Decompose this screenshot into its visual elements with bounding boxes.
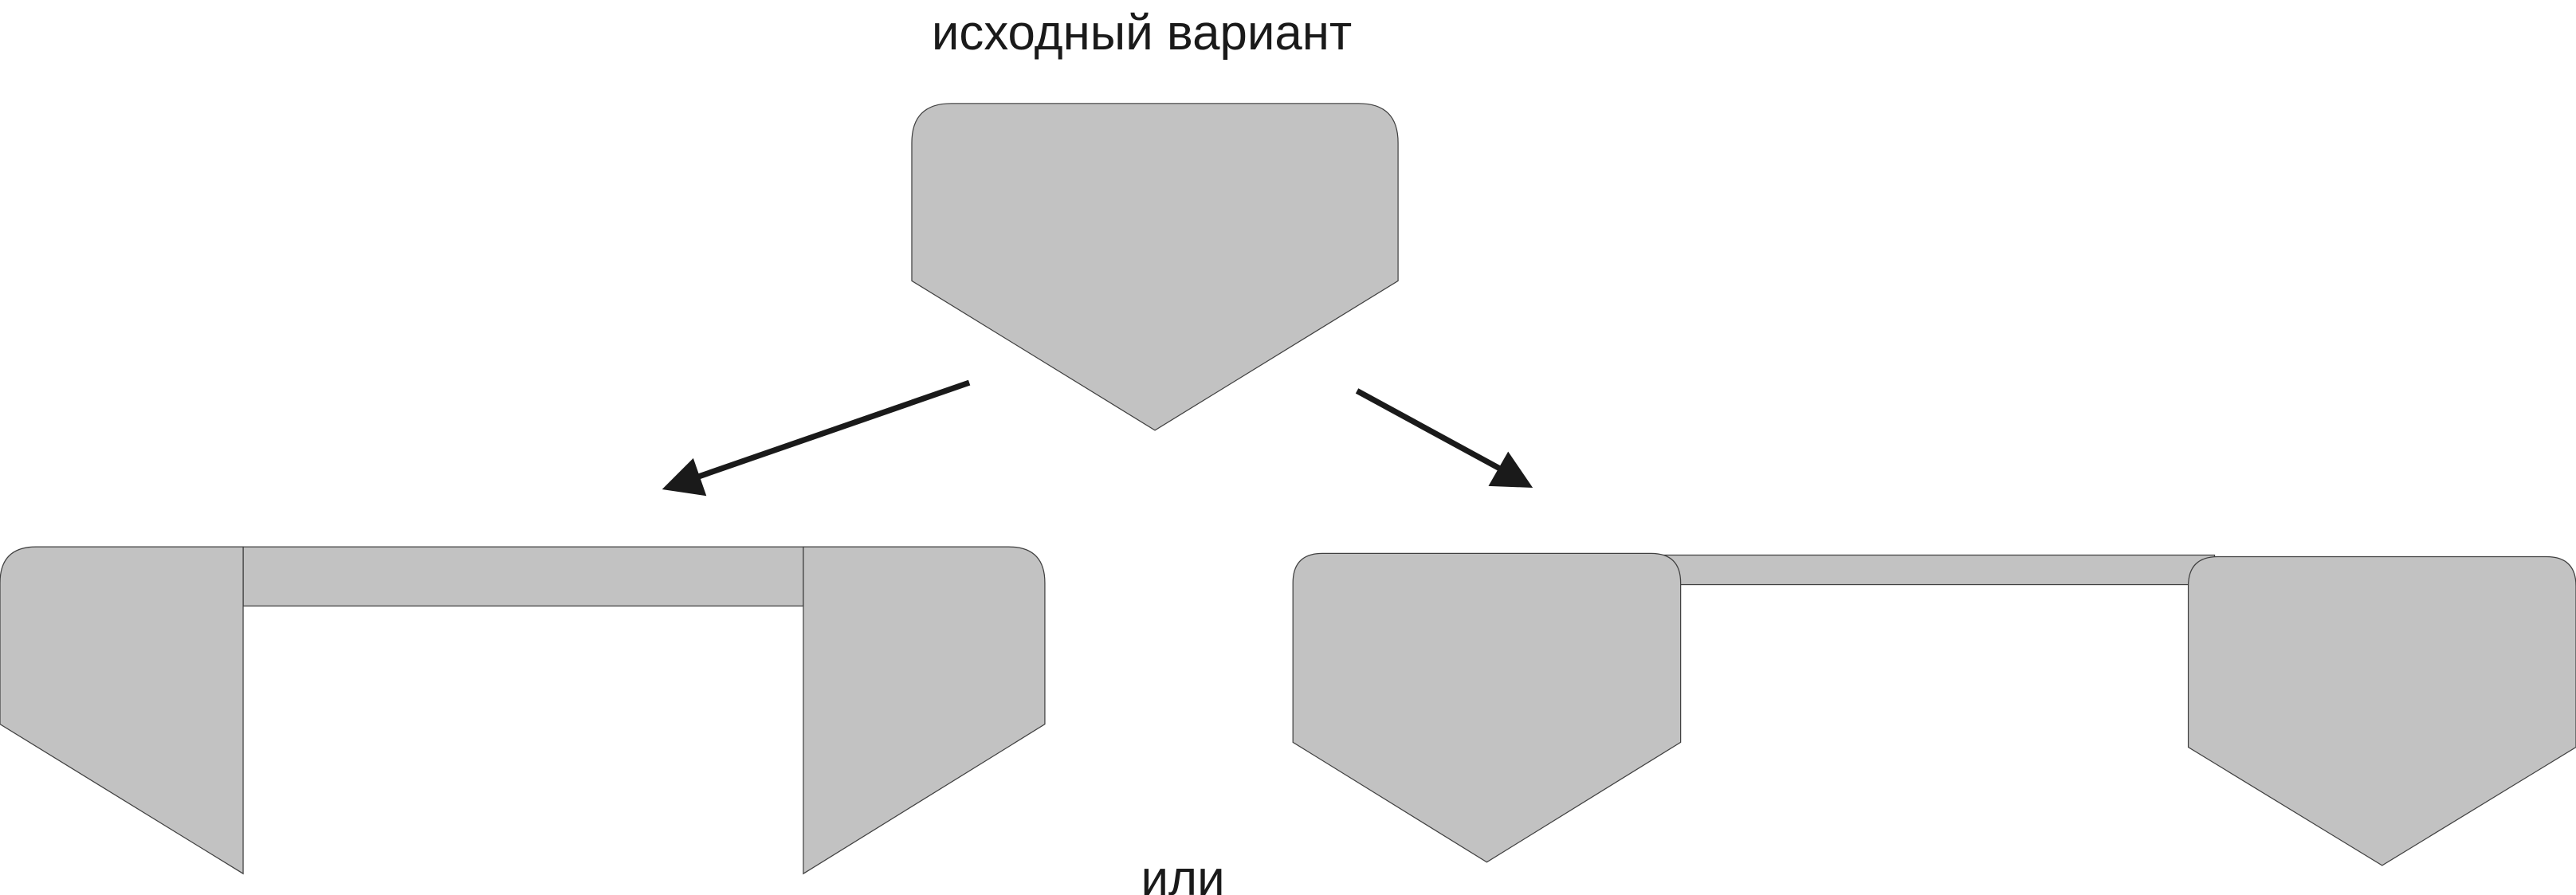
variant-bridge-joined bbox=[0, 546, 1046, 875]
left-jaw bbox=[0, 546, 244, 875]
piece-right bbox=[2187, 555, 2576, 866]
label-or: или bbox=[1141, 851, 1225, 895]
variant-two-pieces bbox=[1292, 552, 2576, 866]
arrow-left bbox=[662, 379, 971, 497]
original-shape bbox=[911, 103, 1399, 431]
bridge-bar bbox=[242, 546, 804, 606]
piece-left bbox=[1292, 552, 1682, 863]
arrow-right bbox=[1355, 388, 1533, 488]
connector-bar bbox=[1655, 554, 2216, 586]
title-original-variant: исходный вариант bbox=[932, 6, 1352, 61]
right-jaw bbox=[803, 546, 1046, 875]
